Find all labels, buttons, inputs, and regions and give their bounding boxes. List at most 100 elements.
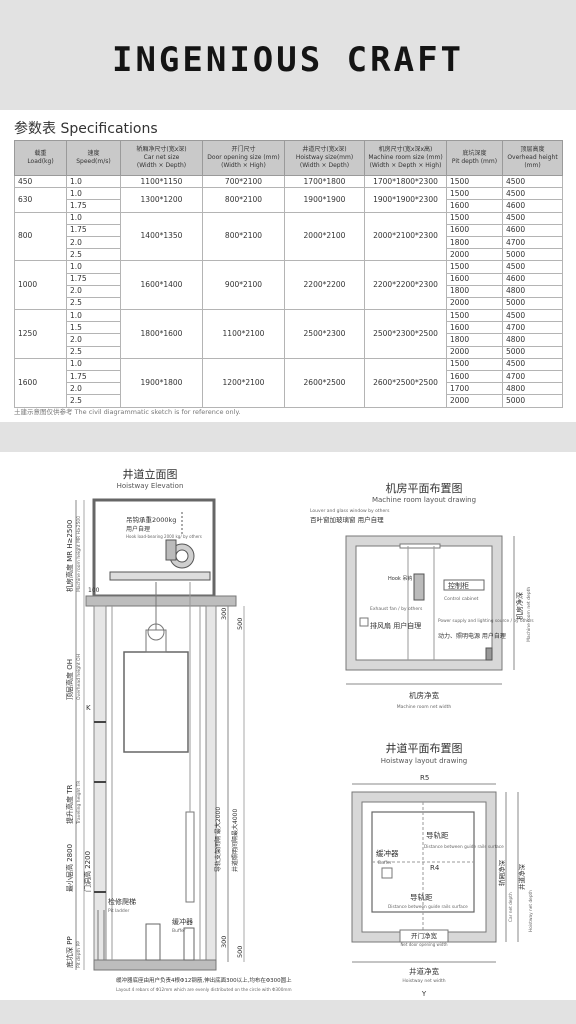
r4-label: R4 [430,864,440,872]
brand-title: INGENIOUS CRAFT [111,40,465,80]
table-cell: 1600 [446,369,503,384]
table-cell: 1600 [446,272,503,286]
power-box [485,647,493,661]
table-cell: 1100*2100 [202,309,285,359]
table-cell: 1.0 [66,174,121,189]
spec-title: 参数表 Specifications [14,121,158,137]
table-cell: 1.0 [66,309,121,323]
table-cell: 700*2100 [202,174,285,189]
header-line: 开门尺寸 [231,146,256,153]
k-mark: K [86,704,91,712]
column-header: 井道尺寸(宽x深)Hoistway size(mm)(Width × Depth… [284,140,365,176]
mr-depth-en: Machine room net depth [526,587,532,642]
sheave [175,549,189,563]
table-cell: 1250 [14,309,67,359]
table-cell: 2200*2200*2300 [364,260,447,311]
table-cell: 2.5 [66,345,121,359]
table-cell: 4500 [502,174,563,189]
table-cell: 1000 [14,260,67,311]
machine-base [109,571,211,581]
door-height-label: 门洞高 2200 [83,851,92,892]
table-cell: 2.0 [66,235,121,250]
table-cell: 2.0 [66,382,121,396]
table-cell: 1.0 [66,260,121,274]
machine-room-outline [92,498,216,598]
floor-height-label: 最小层高 2800 [65,844,74,892]
reference-note: 土建示意图仅供参考 The civil diagrammatic sketch … [14,408,241,416]
lighting-spacing: 井道照明间隔最大4000 [231,809,239,872]
rail-bracket-spacing: 导轨支架间隔 最大2000 [214,807,222,872]
elevation-title-en: Hoistway Elevation [117,482,184,490]
table-cell: 4500 [502,309,563,323]
door-opening [399,929,449,943]
header-line: (Width × Depth) [299,162,350,169]
table-cell: 2200*2200 [284,260,365,311]
table-cell: 1.75 [66,272,121,286]
table-cell: 2000*2100 [284,211,365,262]
rail-distance-cn-2: 导轨距 [410,892,433,902]
power-en: Power supply and lighting source / by ot… [438,618,534,624]
header-line: (Width × Depth) [136,162,187,169]
table-cell: 2000 [446,296,503,311]
table-cell: 4600 [502,272,563,286]
table-cell: 1900*1900 [284,187,365,213]
bottom-strip [0,1000,576,1024]
table-cell: 4500 [502,187,563,201]
control-cabinet [443,579,485,591]
machine-floor-slab [85,595,237,607]
shaft-depth-en: Hoistway net depth [528,890,534,932]
header-line: 载重 [34,150,47,157]
hook-load-cn: 吊钩承重2000kg [126,515,176,524]
header-line: 底坑深度 [462,150,487,157]
table-cell: 1600*1400 [120,260,203,311]
overhead-en: Overhead height OH [76,654,82,700]
machine-room-title-cn: 机房平面布置图 [386,481,463,495]
table-cell: 4500 [502,260,563,274]
table-cell: 1.75 [66,223,121,237]
table-cell: 5000 [502,248,563,262]
drawings-panel: 井道立面图 Hoistway Elevation 吊钩承重2000kg 用户自理… [0,452,576,1000]
control-cabinet-cn: 控制柜 [448,581,469,590]
door-width-en: Net door opening width [400,942,448,947]
window-cn: 百叶窗加玻璃窗 用户自理 [310,515,384,524]
shaft-depth-cn: 井道净深 [517,864,526,891]
hoistway-title-cn: 井道平面布置图 [386,741,463,755]
table-cell: 1500 [446,211,503,225]
pit-floor [93,959,217,971]
header-line: Load(kg) [27,158,54,165]
car-depth-en: Car net depth [508,892,514,922]
table-cell: 4700 [502,321,563,335]
table-cell: 1600 [446,199,503,213]
table-cell: 2000*2100*2300 [364,211,447,262]
hook-mark: Hook 吊钩 [388,575,412,582]
table-cell: 4600 [502,199,563,213]
table-cell: 1700*1800 [284,174,365,189]
rail-distance-cn: 导轨距 [426,830,449,840]
shaft-wall-left [93,605,107,963]
table-cell: 1100*1150 [120,174,203,189]
travel-en: Traveling height TR [76,781,82,825]
header-line: 轿厢净尺寸(宽x深) [136,146,187,153]
table-cell: 4700 [502,369,563,384]
header-line: (Width × Depth × High) [369,162,442,169]
exhaust-cn: 排风扇 用户自理 [370,621,421,630]
table-cell: 4800 [502,382,563,396]
mr-height-label: 机房高度 MR H≥2500 [65,520,74,592]
table-cell: 1200*2100 [202,357,285,408]
car-buffer [145,923,161,961]
table-cell: 900*2100 [202,260,285,311]
header-line: Overhead height (mm) [507,154,558,169]
